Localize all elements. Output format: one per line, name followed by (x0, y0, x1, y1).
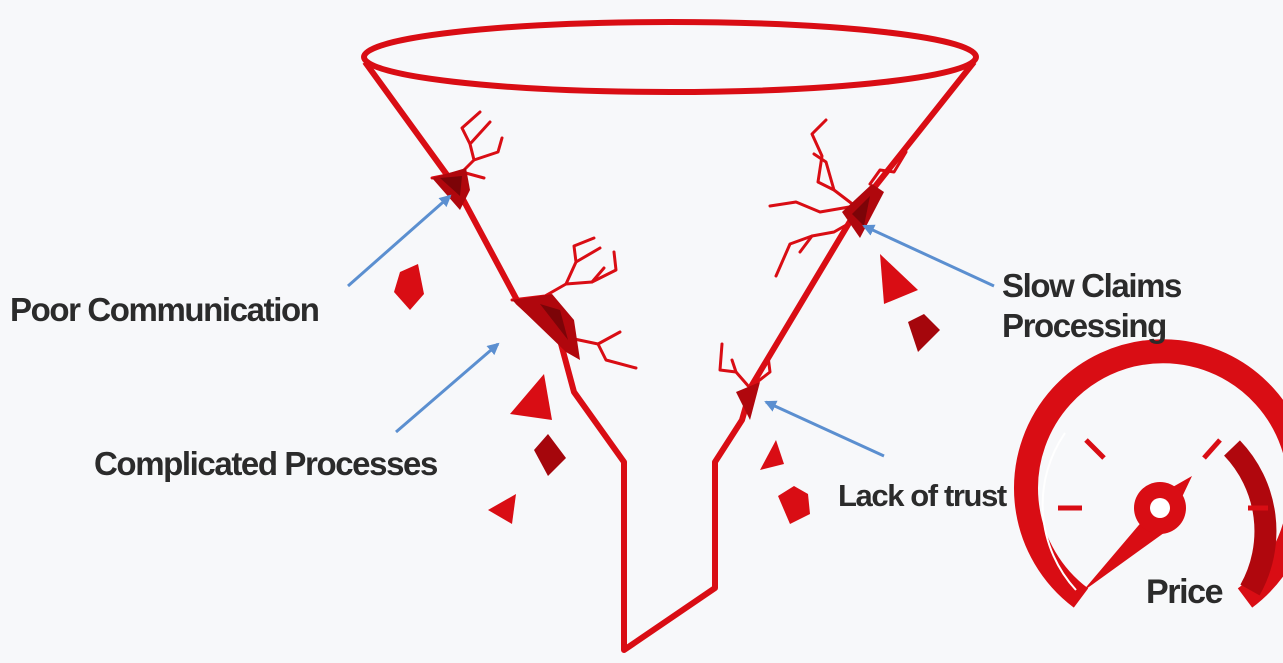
label-poor-communication: Poor Communication (10, 290, 318, 330)
arrow-complicated-processes (396, 344, 498, 432)
funnel-icon (364, 22, 976, 650)
label-lack-of-trust: Lack of trust (838, 476, 1006, 516)
arrow-icon (348, 196, 994, 456)
funnel-rim (364, 22, 976, 92)
arrow-lack-of-trust (766, 402, 884, 456)
funnel-body (365, 62, 974, 650)
label-slow-claims-processing: Slow Claims Processing (1002, 266, 1222, 346)
crack-fills (432, 168, 884, 420)
label-complicated-processes: Complicated Processes (94, 444, 437, 484)
label-price: Price (1146, 572, 1222, 612)
speedometer-icon (1026, 351, 1283, 598)
arrow-poor-communication (348, 196, 450, 286)
